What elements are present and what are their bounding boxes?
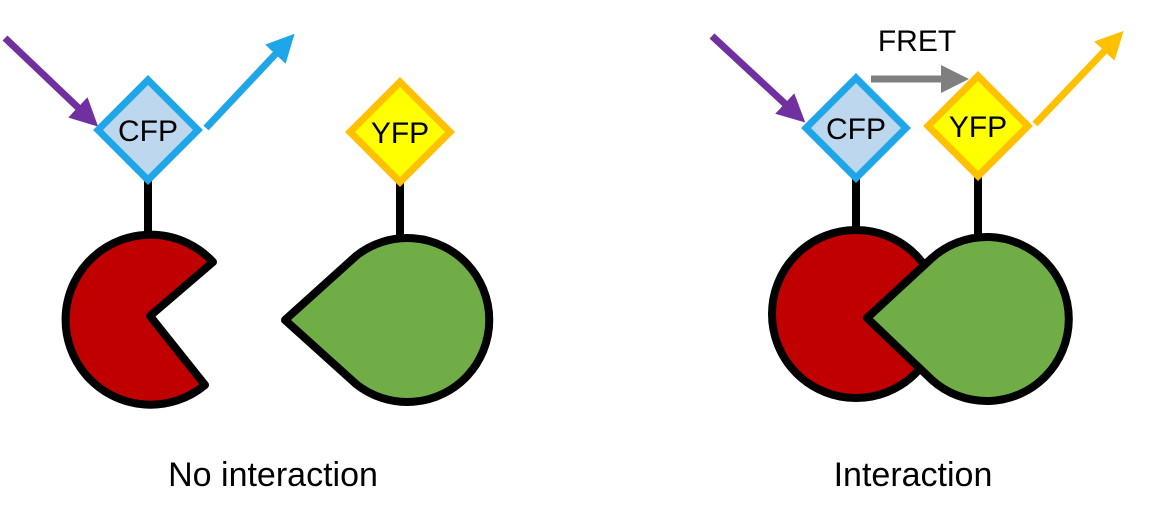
right-yfp-label: YFP [949,111,1007,144]
right-yfp-emission-arrow [1032,30,1124,127]
left-cfp-diamond [93,75,203,185]
left-red-protein [61,230,217,409]
right-green-protein [863,233,1073,405]
right-excitation-arrow [709,33,806,123]
left-caption: No interaction [168,456,378,494]
left-yfp-label: YFP [371,117,429,150]
right-yfp-diamond [923,71,1033,181]
left-excitation-arrow [2,35,99,127]
right-caption: Interaction [834,456,993,494]
right-cfp-label: CFP [826,113,886,146]
left-cfp-label: CFP [118,115,178,148]
left-green-protein [281,234,494,406]
left-yfp-diamond [345,77,455,187]
right-cfp-diamond [801,73,911,183]
fret-label: FRET [878,25,956,58]
left-cfp-emission-arrow [203,33,295,131]
left-panel: CFP YFP No interaction [2,33,494,494]
right-panel: FRET CFP YFP Interaction [709,25,1124,494]
